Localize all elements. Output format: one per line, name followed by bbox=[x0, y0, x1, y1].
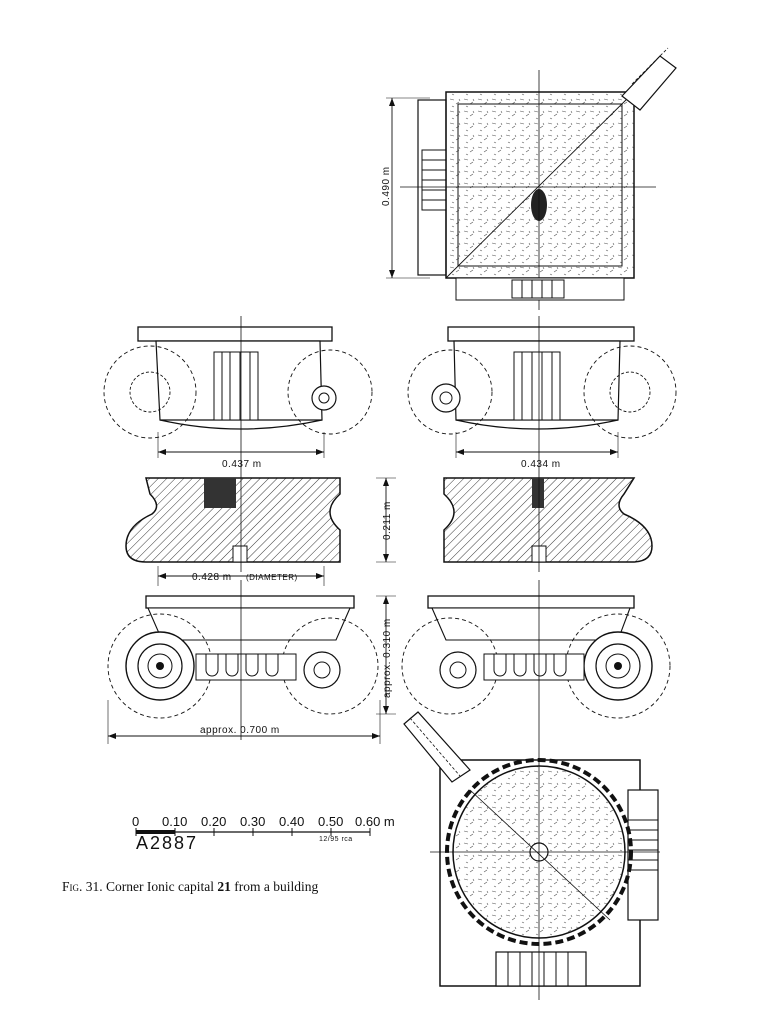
dim-section-height: 0.211 m bbox=[382, 501, 393, 540]
side-elevation-left: 0.437 m bbox=[103, 316, 373, 470]
dim-section-diameter: 0.428 m bbox=[192, 572, 232, 583]
caption-text: Corner Ionic capital bbox=[106, 879, 214, 894]
dim-front-height: approx. 0.310 m bbox=[382, 618, 393, 698]
front-elevation-left: approx. 0.700 m approx. 0.310 m bbox=[107, 580, 396, 744]
front-elevation-right bbox=[401, 580, 671, 740]
scale-tick-0: 0 bbox=[132, 814, 139, 829]
inventory-number: A2887 bbox=[136, 833, 199, 853]
scale-tick-4: 0.40 bbox=[279, 814, 304, 829]
scale-bar: 0 0.10 0.20 0.30 0.40 0.50 0.60 m bbox=[132, 814, 395, 836]
dim-right-width: 0.434 m bbox=[521, 459, 561, 470]
caption-prefix: Fig. 31. bbox=[62, 879, 103, 894]
dim-front-width: approx. 0.700 m bbox=[200, 725, 280, 736]
scale-tick-2: 0.20 bbox=[201, 814, 226, 829]
figure-caption: Fig. 31. Corner Ionic capital 21 from a … bbox=[62, 879, 318, 895]
caption-number: 21 bbox=[217, 879, 231, 894]
scale-tick-1: 0.10 bbox=[162, 814, 187, 829]
dim-section-diameter-note: (DIAMETER) bbox=[246, 573, 298, 582]
caption-suffix: from a building bbox=[234, 879, 319, 894]
dim-top-height: 0.490 m bbox=[381, 166, 392, 206]
scale-tick-3: 0.30 bbox=[240, 814, 265, 829]
drawing-credit: 12/95 rca bbox=[319, 836, 353, 843]
top-plan-view: 0.490 m bbox=[381, 47, 677, 310]
side-elevation-right: 0.434 m bbox=[407, 316, 677, 470]
section-right: 0.211 m bbox=[376, 470, 653, 572]
scale-tick-5: 0.50 bbox=[318, 814, 343, 829]
dim-left-width: 0.437 m bbox=[222, 459, 262, 470]
bottom-plan-view bbox=[403, 711, 660, 1000]
scale-tick-6: 0.60 m bbox=[355, 814, 395, 829]
section-left: 0.428 m (DIAMETER) bbox=[125, 470, 341, 586]
